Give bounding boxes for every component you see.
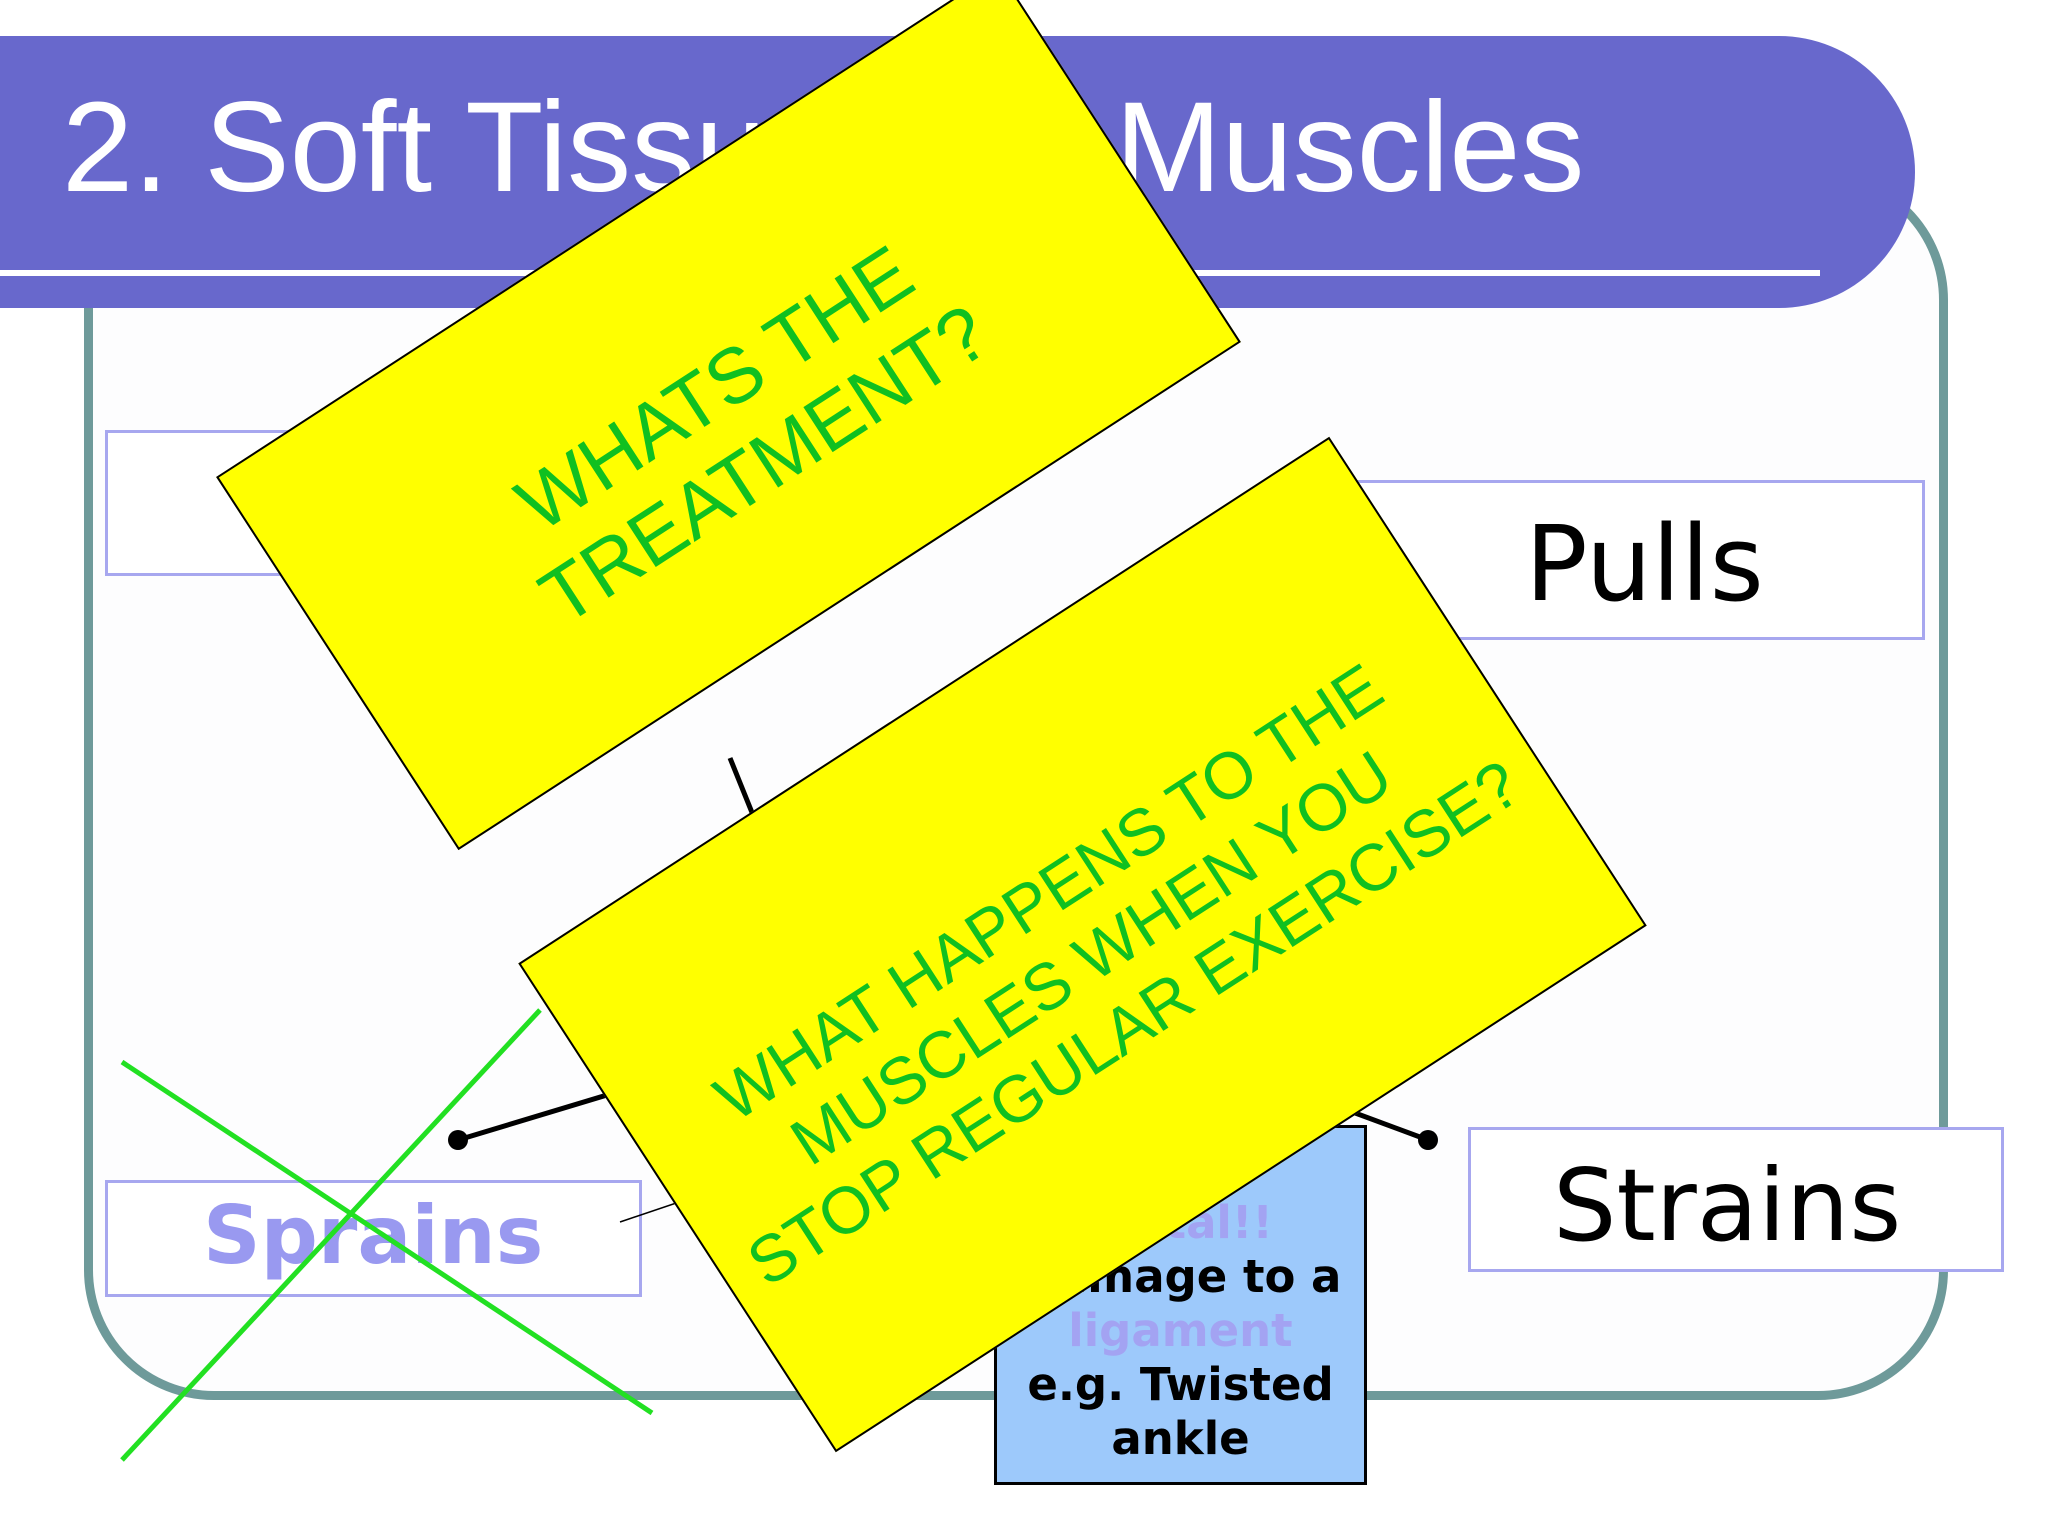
label-box-strains [1468,1127,2004,1272]
connector-top [727,757,758,821]
info-line: ankle [1111,1412,1250,1465]
info-line: e.g. Twisted [1027,1358,1334,1411]
label-strains: Strains [1553,1147,1902,1264]
connector-dot-sprains [448,1130,468,1150]
connector-dot-strains [1418,1130,1438,1150]
label-pulls: Pulls [1525,503,1764,625]
info-line: ligament [1068,1304,1293,1357]
